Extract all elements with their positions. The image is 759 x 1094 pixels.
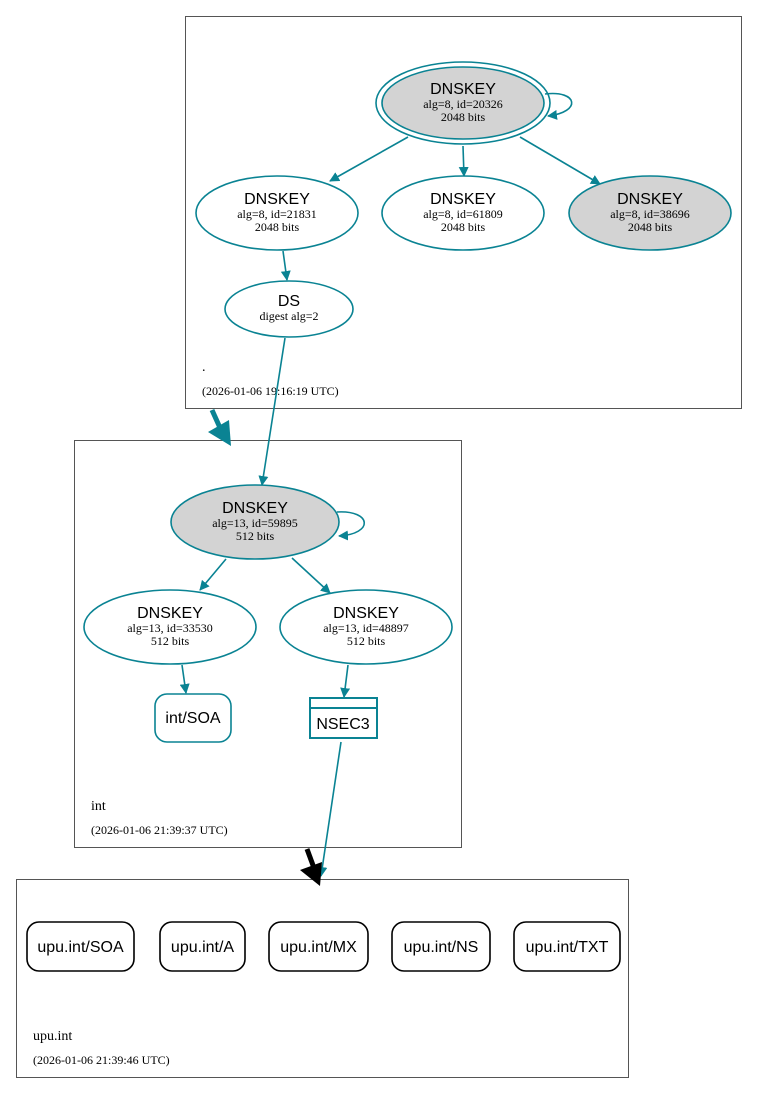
root-zsk1-node[interactable]: DNSKEY alg=8, id=21831 2048 bits <box>195 175 359 251</box>
root-zsk3-line2: 2048 bits <box>628 220 673 234</box>
int-soa-node[interactable]: int/SOA <box>154 693 232 743</box>
record-upu-txt[interactable]: upu.int/TXT <box>513 921 621 972</box>
edge-root-ksk-zsk1 <box>329 136 409 182</box>
root-ds-node[interactable]: DS digest alg=2 <box>224 280 354 338</box>
edge-int-zsk2-nsec3 <box>340 664 351 698</box>
int-ksk-title: DNSKEY <box>222 500 288 517</box>
int-zsk2-title: DNSKEY <box>333 605 399 622</box>
edge-ds-int-ksk <box>258 337 286 486</box>
root-zsk2-line1: alg=8, id=61809 <box>423 207 503 221</box>
edge-int-ksk-self <box>336 511 366 541</box>
record-label: upu.int/SOA <box>37 939 124 956</box>
root-zsk2-node[interactable]: DNSKEY alg=8, id=61809 2048 bits <box>381 175 545 251</box>
int-zsk1-line2: 512 bits <box>151 634 190 648</box>
zone-root-name: . <box>202 360 206 375</box>
root-zsk1-line1: alg=8, id=21831 <box>237 207 317 221</box>
int-ksk-line1: alg=13, id=59895 <box>212 516 298 530</box>
int-zsk2-line2: 512 bits <box>347 634 386 648</box>
edge-root-ksk-zsk3 <box>519 136 601 185</box>
int-nsec3-node[interactable]: NSEC3 <box>309 697 378 739</box>
root-zsk1-title: DNSKEY <box>244 191 310 208</box>
int-soa-label: int/SOA <box>165 710 220 727</box>
edge-int-ksk-zsk1 <box>199 558 227 591</box>
int-zsk1-node[interactable]: DNSKEY alg=13, id=33530 512 bits <box>83 589 257 665</box>
int-nsec3-label: NSEC3 <box>316 716 369 733</box>
int-ksk-line2: 512 bits <box>236 529 275 543</box>
root-ksk-line2: 2048 bits <box>441 110 486 124</box>
record-upu-ns[interactable]: upu.int/NS <box>391 921 491 972</box>
record-label: upu.int/NS <box>404 939 479 956</box>
edge-root-ksk-zsk2 <box>458 145 469 177</box>
zone-upu-name: upu.int <box>33 1029 72 1044</box>
zone-int-box <box>74 440 462 848</box>
edge-nsec3-upu <box>317 741 342 877</box>
root-ksk-node[interactable]: DNSKEY alg=8, id=20326 2048 bits <box>375 61 551 145</box>
root-zsk3-line1: alg=8, id=38696 <box>610 207 690 221</box>
root-ds-line1: digest alg=2 <box>259 309 318 323</box>
zone-upu-box <box>16 879 629 1078</box>
int-zsk2-node[interactable]: DNSKEY alg=13, id=48897 512 bits <box>279 589 453 665</box>
record-label: upu.int/A <box>171 939 234 956</box>
delegation-int-upu <box>300 848 322 886</box>
root-ksk-line1: alg=8, id=20326 <box>423 97 503 111</box>
root-ds-title: DS <box>278 293 300 310</box>
record-upu-soa[interactable]: upu.int/SOA <box>26 921 135 972</box>
edge-zsk1-ds <box>280 250 291 281</box>
int-ksk-node[interactable]: DNSKEY alg=13, id=59895 512 bits <box>170 484 340 560</box>
edge-root-ksk-self <box>544 92 573 120</box>
root-zsk2-line2: 2048 bits <box>441 220 486 234</box>
edge-int-zsk1-soa <box>179 664 190 694</box>
zone-root-box <box>185 16 742 409</box>
root-zsk2-title: DNSKEY <box>430 191 496 208</box>
edge-int-ksk-zsk2 <box>291 557 331 594</box>
root-ksk-title: DNSKEY <box>430 81 496 98</box>
record-upu-a[interactable]: upu.int/A <box>159 921 246 972</box>
zone-int-timestamp: (2026-01-06 21:39:37 UTC) <box>91 823 228 837</box>
zone-upu-timestamp: (2026-01-06 21:39:46 UTC) <box>33 1053 170 1067</box>
delegation-root-int <box>208 408 231 446</box>
int-zsk1-title: DNSKEY <box>137 605 203 622</box>
zone-int-name: int <box>91 799 106 814</box>
record-label: upu.int/TXT <box>526 939 609 956</box>
root-zsk3-node[interactable]: DNSKEY alg=8, id=38696 2048 bits <box>568 175 732 251</box>
record-upu-mx[interactable]: upu.int/MX <box>268 921 369 972</box>
int-zsk1-line1: alg=13, id=33530 <box>127 621 213 635</box>
int-zsk2-line1: alg=13, id=48897 <box>323 621 409 635</box>
zone-root-timestamp: (2026-01-06 19:16:19 UTC) <box>202 384 339 398</box>
record-label: upu.int/MX <box>280 939 357 956</box>
root-zsk1-line2: 2048 bits <box>255 220 300 234</box>
root-zsk3-title: DNSKEY <box>617 191 683 208</box>
